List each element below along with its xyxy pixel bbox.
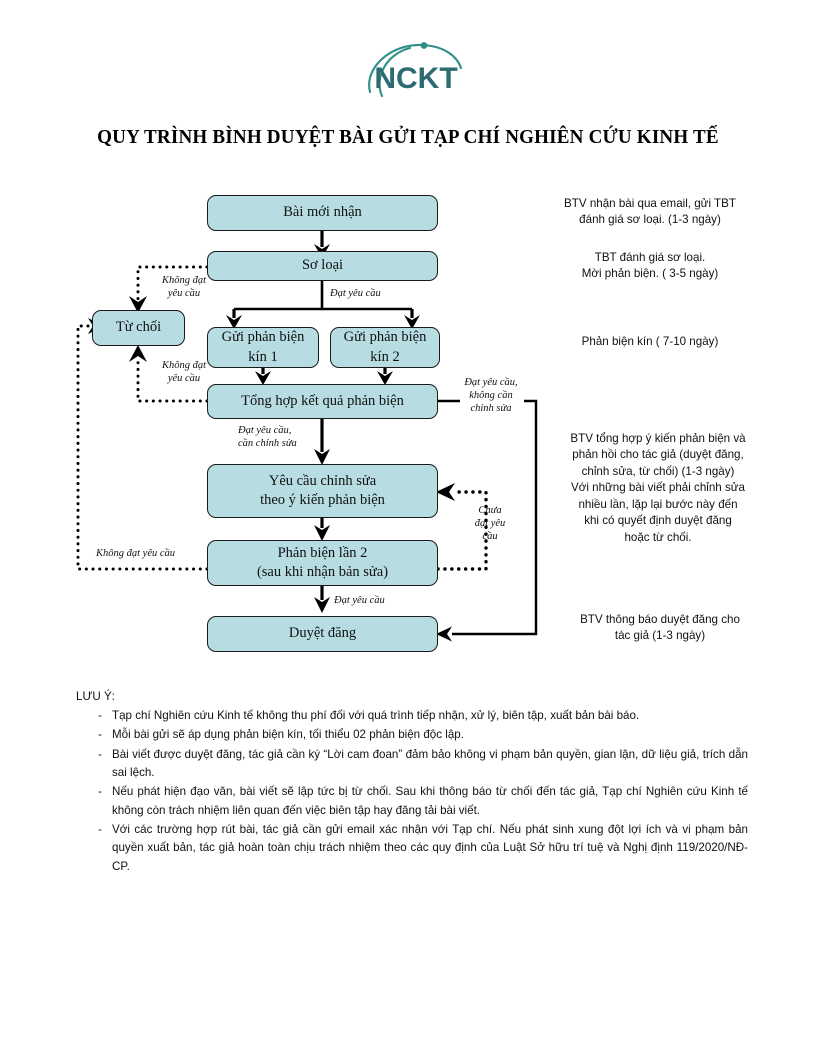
note-bullet: - xyxy=(98,785,102,799)
node-duyet-dang[interactable]: Duyệt đăng xyxy=(207,616,438,652)
note-item: - Nếu phát hiện đạo văn, bài viết sẽ lập… xyxy=(98,783,748,820)
node-label: Yêu cầu chỉnh sửa theo ý kiến phản biện xyxy=(260,472,385,508)
edge-label-dat-yeu-cau-khong-can-chinh-sua: Đạt yêu cầu, không cần chỉnh sửa xyxy=(464,377,518,415)
note-text: Tạp chí Nghiên cứu Kinh tế không thu phí… xyxy=(112,709,640,722)
node-label: Sơ loại xyxy=(301,257,344,274)
note-item: - Với các trường hợp rút bài, tác giả cầ… xyxy=(98,821,748,876)
note-item: - Bài viết được duyệt đăng, tác giả cần … xyxy=(98,746,748,783)
edge-label-dat-yeu-cau-1: Đạt yêu cầu xyxy=(330,288,381,299)
note-bullet: - xyxy=(98,747,102,761)
note-text: Với các trường hợp rút bài, tác giả cần … xyxy=(112,822,748,873)
edge-label-khong-dat-yeu-cau-2: Không đạt yêu cầu xyxy=(161,360,207,385)
edge-label-chua-dat-yeu-cau: Chưa đạt yêu cầu xyxy=(474,505,506,543)
node-tong-hop-ket-qua[interactable]: Tổng hợp kết quả phản biện xyxy=(207,384,438,419)
node-bai-moi-nhan[interactable]: Bài mới nhận xyxy=(207,195,438,231)
node-label: Từ chối xyxy=(115,319,162,336)
node-label: Gửi phản biện kín 1 xyxy=(221,329,305,365)
logo-text: NCKT xyxy=(374,62,457,95)
notes-title: LƯU Ý: xyxy=(76,690,115,703)
notes-section: LƯU Ý: - Tạp chí Nghiên cứu Kinh tế khôn… xyxy=(76,690,748,877)
annotation-btv-thong-bao: BTV thông báo duyệt đăng cho tác giả (1-… xyxy=(580,613,740,643)
note-bullet: - xyxy=(98,728,102,742)
note-item: - Mỗi bài gửi sẽ áp dụng phản biện kín, … xyxy=(98,726,748,744)
edge-label-khong-dat-yeu-cau-1: Không đạt yêu cầu xyxy=(161,275,207,300)
node-gui-phan-bien-kin-2[interactable]: Gửi phản biện kín 2 xyxy=(330,327,440,368)
annotation-btv-nhan-bai: BTV nhận bài qua email, gửi TBT đánh giá… xyxy=(564,197,736,227)
note-text: Bài viết được duyệt đăng, tác giả cần ký… xyxy=(112,747,748,779)
note-bullet: - xyxy=(98,822,102,836)
edge-label-dat-yeu-cau-can-chinh-sua: Đạt yêu cầu, cần chỉnh sửa xyxy=(238,425,297,450)
node-label: Gửi phản biện kín 2 xyxy=(343,329,427,365)
node-gui-phan-bien-kin-1[interactable]: Gửi phản biện kín 1 xyxy=(207,327,319,368)
node-yeu-cau-chinh-sua[interactable]: Yêu cầu chỉnh sửa theo ý kiến phản biện xyxy=(207,464,438,518)
nckt-logo: NCKT xyxy=(360,38,472,100)
page-title: QUY TRÌNH BÌNH DUYỆT BÀI GỬI TẠP CHÍ NGH… xyxy=(97,126,719,148)
note-text: Mỗi bài gửi sẽ áp dụng phản biện kín, tố… xyxy=(112,728,464,742)
node-label: Tổng hợp kết quả phản biện xyxy=(241,392,404,409)
note-item: - Tạp chí Nghiên cứu Kinh tế không thu p… xyxy=(98,707,748,725)
note-text: Nếu phát hiện đạo văn, bài viết sẽ lập t… xyxy=(112,785,748,817)
node-so-loai[interactable]: Sơ loại xyxy=(207,251,438,281)
node-label: Phản biện lần 2 (sau khi nhận bản sửa) xyxy=(256,544,389,580)
annotation-btv-tong-hop: BTV tổng hợp ý kiến phản biện và phản hồ… xyxy=(570,432,746,544)
annotation-tbt-danh-gia: TBT đánh giá sơ loại. Mời phản biện. ( 3… xyxy=(581,251,719,281)
node-phan-bien-lan-2[interactable]: Phản biện lần 2 (sau khi nhận bản sửa) xyxy=(207,540,438,586)
node-label: Bài mới nhận xyxy=(283,204,362,221)
edge-label-dat-yeu-cau-2: Đạt yêu cầu xyxy=(334,595,385,606)
annotation-phan-bien-kin: Phản biện kín ( 7-10 ngày) xyxy=(581,335,719,348)
note-bullet: - xyxy=(98,709,102,722)
node-label: Duyệt đăng xyxy=(288,625,357,642)
node-tu-choi[interactable]: Từ chối xyxy=(92,310,185,346)
edge-label-khong-dat-yeu-cau-3: Không đạt yêu cầu xyxy=(96,548,176,559)
